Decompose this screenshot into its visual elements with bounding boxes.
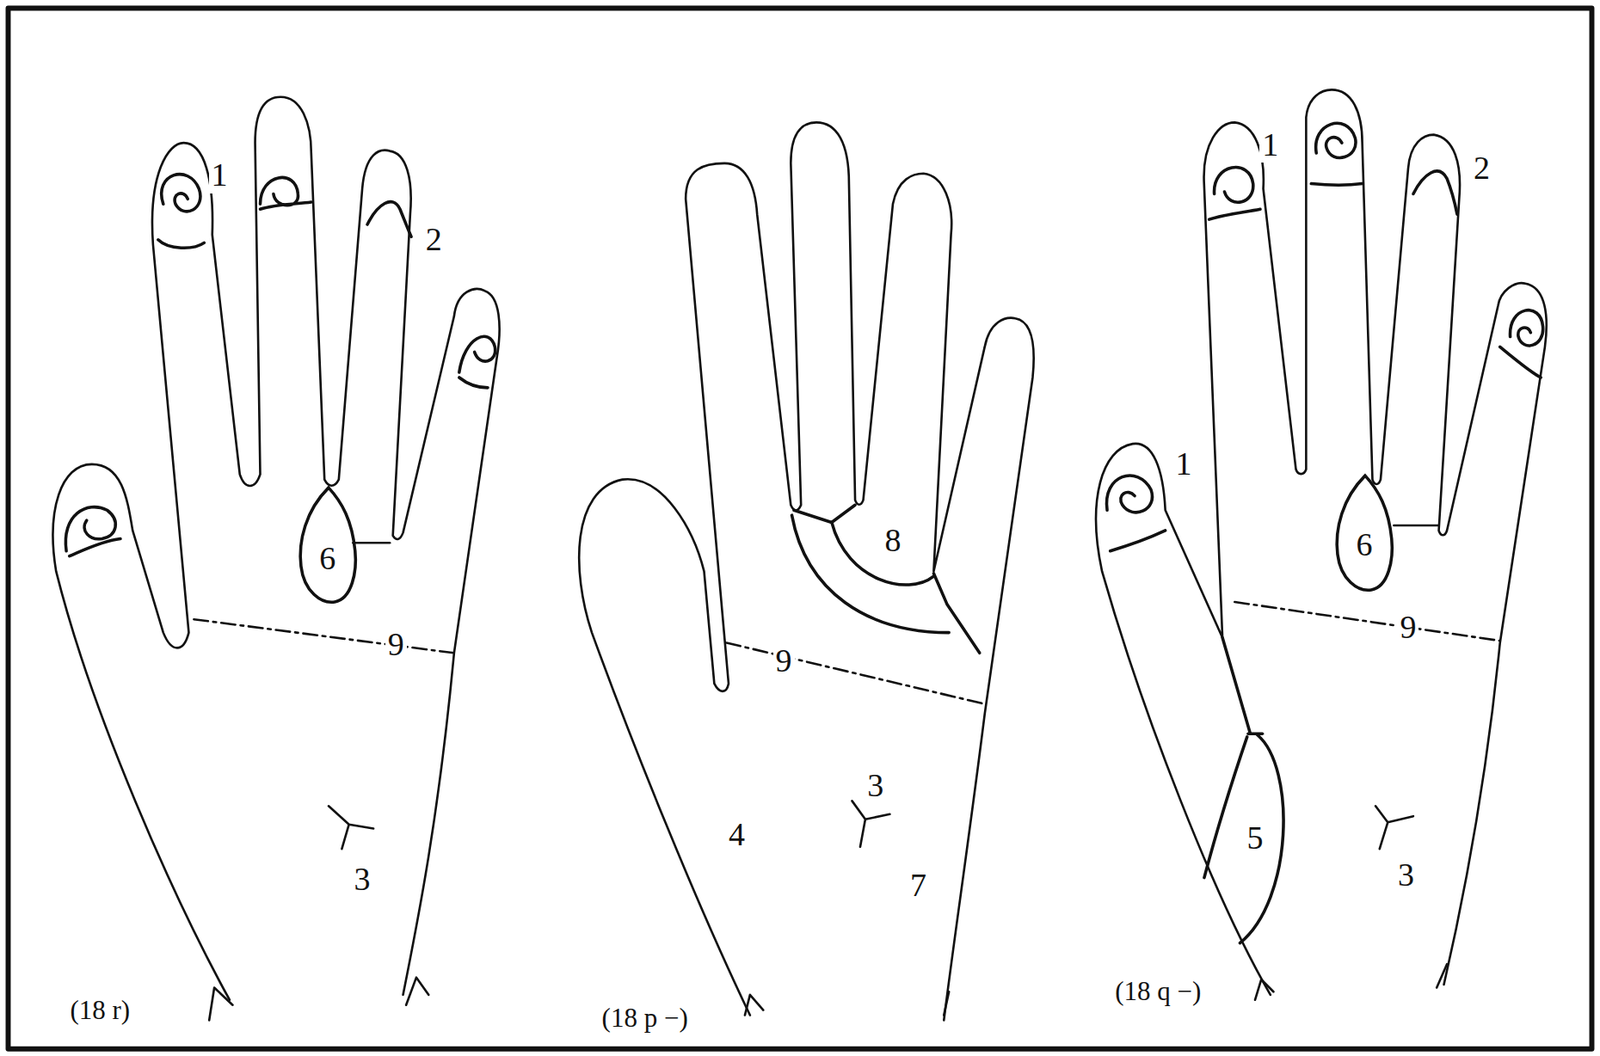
loop-outline [816, 504, 949, 603]
karyotype-caption: (18 p −) [599, 1003, 691, 1034]
callout-number: 9 [385, 627, 407, 664]
callout-number: 1 [1173, 446, 1195, 483]
pattern-number: 6 [1355, 527, 1373, 564]
callout-number: 1 [1259, 127, 1281, 164]
loop-region: 6 [1332, 469, 1397, 597]
karyotype-caption: (18 r) [67, 996, 133, 1026]
callout-number: 7 [907, 867, 930, 905]
callout-number: 9 [773, 643, 795, 680]
callout-number: 2 [1470, 150, 1493, 187]
callout-number: 4 [726, 817, 748, 854]
callout-number: 1 [209, 157, 231, 194]
loop-region: 8 [816, 504, 949, 603]
callout-number: 3 [351, 861, 374, 899]
callout-number: 2 [423, 221, 445, 259]
pattern-number: 8 [884, 523, 901, 560]
callout-number: 9 [1396, 609, 1419, 647]
callout-number: 3 [864, 768, 887, 805]
loop-region: 6 [295, 481, 360, 609]
loop-region: 5 [1199, 726, 1302, 947]
callout-number: 3 [1395, 857, 1417, 894]
pattern-number: 5 [1247, 820, 1264, 857]
karyotype-caption: (18 q −) [1112, 977, 1204, 1007]
pattern-number: 6 [319, 541, 336, 578]
